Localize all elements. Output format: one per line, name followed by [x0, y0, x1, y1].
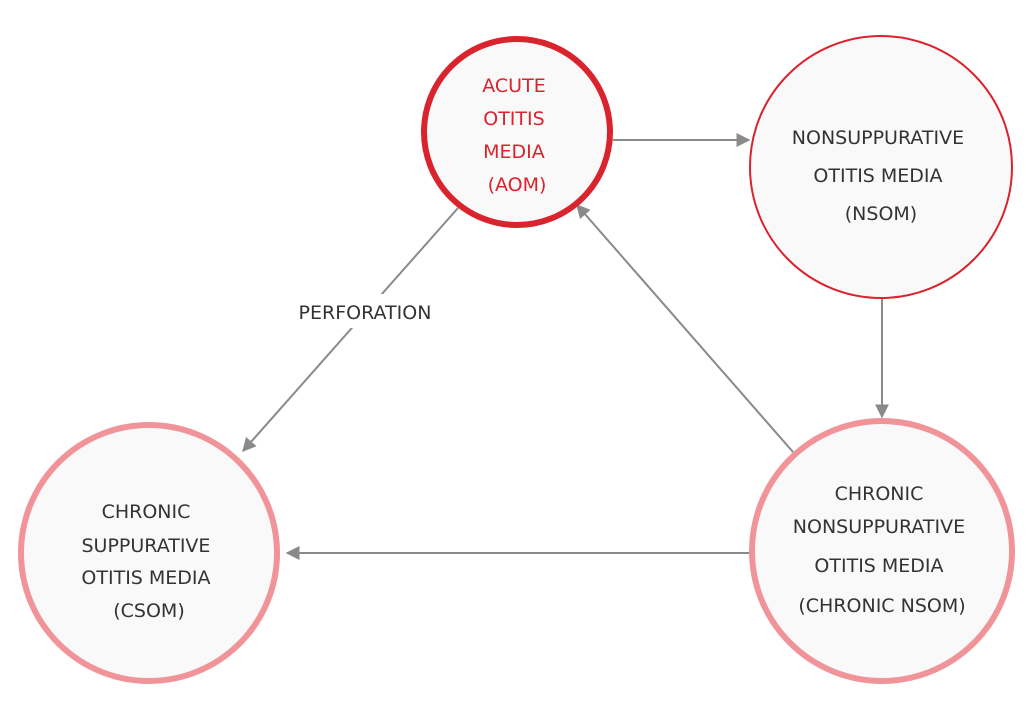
node-aom-line-3: MEDIA	[483, 141, 545, 163]
edge-label-background	[286, 294, 444, 328]
node-nsom-line-1: NONSUPPURATIVE	[792, 127, 964, 149]
node-chronic-nsom-circle	[749, 418, 1015, 684]
node-aom-line-2: OTITIS	[483, 108, 544, 130]
node-nsom: NONSUPPURATIVE OTITIS MEDIA (NSOM)	[749, 35, 1013, 299]
edges	[242, 133, 889, 560]
node-csom-line-1: CHRONIC	[102, 501, 191, 523]
node-aom-line-1: ACUTE	[482, 75, 545, 97]
node-csom: CHRONIC SUPPURATIVE OTITIS MEDIA (CSOM)	[18, 422, 280, 684]
edge-chronic-nsom-to-aom	[576, 203, 794, 453]
edge-aom-to-csom	[242, 207, 459, 453]
node-csom-label: CHRONIC SUPPURATIVE OTITIS MEDIA (CSOM)	[81, 501, 216, 622]
node-chronic-nsom-line-1: CHRONIC	[835, 483, 924, 505]
perforation-edge-label: PERFORATION	[299, 302, 432, 324]
node-aom-label: ACUTE OTITIS MEDIA (AOM)	[482, 75, 552, 196]
node-csom-line-4: (CSOM)	[113, 600, 185, 622]
node-chronic-nsom-line-4: (CHRONIC NSOM)	[798, 595, 965, 617]
node-nsom-line-2: OTITIS MEDIA	[813, 165, 942, 187]
node-nsom-label: NONSUPPURATIVE OTITIS MEDIA (NSOM)	[792, 127, 970, 225]
node-aom-line-4: (AOM)	[488, 174, 547, 196]
node-csom-line-2: SUPPURATIVE	[81, 535, 210, 557]
node-aom: ACUTE OTITIS MEDIA (AOM)	[421, 36, 613, 228]
node-nsom-line-3: (NSOM)	[845, 203, 917, 225]
node-chronic-nsom-label: CHRONIC NONSUPPURATIVE OTITIS MEDIA (CHR…	[793, 483, 971, 617]
node-chronic-nsom-line-2: NONSUPPURATIVE	[793, 516, 965, 538]
node-chronic-nsom-line-3: OTITIS MEDIA	[814, 555, 943, 577]
node-csom-line-3: OTITIS MEDIA	[81, 567, 210, 589]
node-csom-circle	[18, 422, 280, 684]
perforation-edge-label-group: PERFORATION	[286, 294, 444, 328]
node-aom-circle	[421, 36, 613, 228]
node-chronic-nsom: CHRONIC NONSUPPURATIVE OTITIS MEDIA (CHR…	[749, 418, 1015, 684]
node-nsom-circle	[749, 35, 1013, 299]
